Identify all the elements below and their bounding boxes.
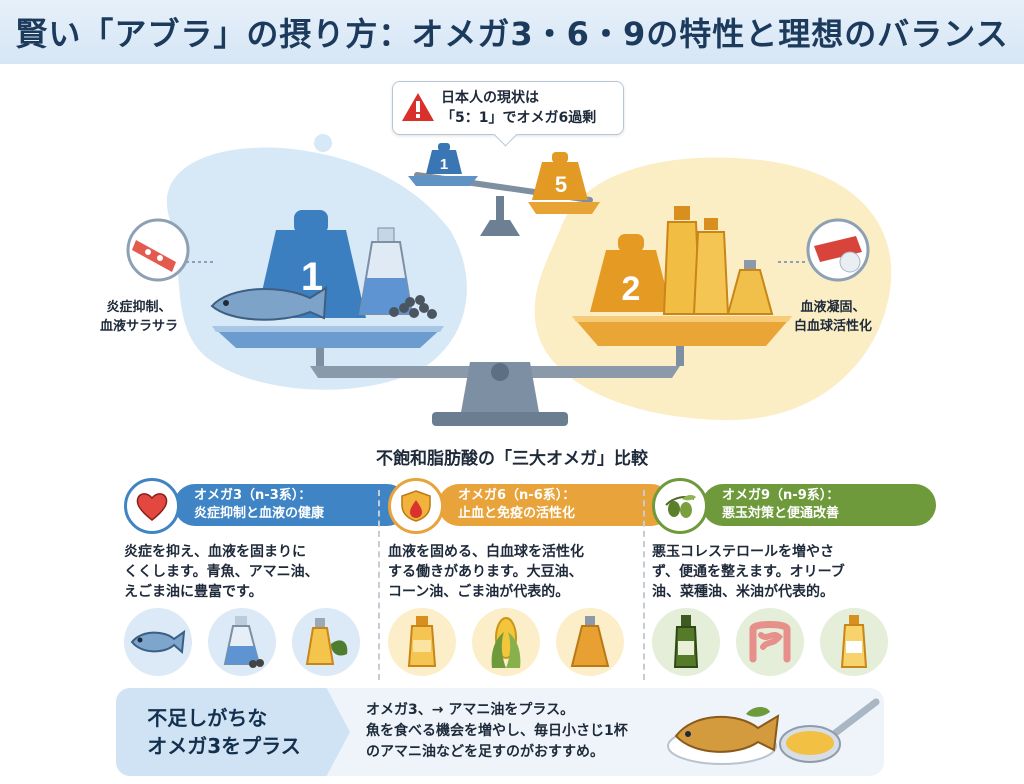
omega3-description: 炎症を抑え、血液を固まりに くくします。青魚、アマニ油、 えごま油に豊富です。 [124,542,374,602]
big-weight-right [590,250,672,312]
omega6-header: オメガ6（n-6系）： 止血と免疫の活性化 [438,484,672,526]
oil-flask-icon [208,608,276,676]
omega9-desc-line: 油、菜種油、米油が代表的。 [652,584,834,600]
omega3-header: オメガ3（n-3系）： 炎症抑制と血液の健康 [174,484,408,526]
page-title: 賢い「アブラ」の摂り方：オメガ3・6・9の特性と理想のバランス [15,15,1009,53]
heart-icon [124,478,180,534]
spoon-icon [779,698,880,763]
oil-cruet-icon [726,260,774,315]
omega6-desc-line: コーン油、ごま油が代表的。 [388,584,570,600]
blood-clot-icon [778,218,870,282]
big-weight-right-label: 2 [622,270,641,308]
perilla-oil-icon [292,608,360,676]
oil-bottle-icon [662,206,702,315]
small-weight-left [426,150,462,174]
olive-icon [652,478,708,534]
recommendation-headline-area: 不足しがちな オメガ3をプラス [116,688,350,776]
title-bar: 賢い「アブラ」の摂り方：オメガ3・6・9の特性と理想のバランス [0,0,1024,64]
warning-icon [402,93,434,121]
right-pan [572,316,792,346]
column-divider [643,490,645,680]
callout-line-2: 「5：1」でオメガ6過剰 [441,110,597,126]
sesame-oil-icon [556,608,624,676]
recommendation-line: 魚を食べる機会を増やし、毎日小さじ1杯 [366,723,628,739]
shield-drop-icon [388,478,444,534]
olive-oil-bottle-icon [652,608,720,676]
omega3-desc-line: 炎症を抑え、血液を固まりに [124,544,306,560]
fish-icon [124,608,192,676]
omega6-effect-line-1: 血液凝固、 [800,300,866,315]
oil-flask-icon [358,227,414,315]
omega6-desc-line: する働きがあります。大豆油、 [388,564,583,580]
droplet-decoration [339,163,349,173]
recommendation-line: のアマニ油などを足すのがおすすめ。 [366,744,604,760]
omega9-name: オメガ9（n-9系）： [722,488,840,503]
omega6-effect-line-2: 白血球活性化 [794,319,873,334]
headline-line: 不足しがちな [147,706,268,730]
small-weight-right-label: 5 [555,172,567,197]
blood-vessel-icon [126,218,216,282]
omega3-effect-line-1: 炎症抑制、 [106,300,172,315]
small-balance-scale: 1 5 [408,143,600,236]
omega9-description: 悪玉コレステロールを増やさ ず、便通を整えます。オリーブ 油、菜種油、米油が代表… [652,542,902,602]
seeds-icon [389,295,437,319]
omega9-desc-line: ず、便通を整えます。オリーブ [652,564,845,580]
oil-bottle-icon [692,218,730,315]
rice-oil-bottle-icon [820,608,888,676]
omega6-effect-label: 血液凝固、 白血球活性化 [794,298,872,336]
recommendation-box: 不足しがちな オメガ3をプラス オメガ3、→ アマニ油をプラス。 魚を食べる機会… [116,688,884,776]
small-weight-left-label: 1 [440,156,448,173]
headline-line: オメガ3をプラス [147,734,301,758]
corn-icon [472,608,540,676]
current-ratio-callout: 日本人の現状は 「5：1」でオメガ6過剰 [392,81,624,147]
omega6-description: 血液を固める、白血球を活性化 する働きがあります。大豆油、 コーン油、ごま油が代… [388,542,638,602]
column-divider [378,490,380,680]
balance-illustration: 1 5 1 [126,134,892,426]
big-balance-scale: 1 2 [210,206,792,426]
omega9-subtitle: 悪玉対策と便通改善 [722,506,840,521]
omega6-desc-line: 血液を固める、白血球を活性化 [388,544,584,560]
big-weight-left-label: 1 [301,255,323,299]
callout-line-1: 日本人の現状は [441,90,539,106]
omega3-effect-label: 炎症抑制、 血液サラサラ [100,298,178,336]
recommendation-line: オメガ3、→ アマニ油をプラス。 [366,702,575,718]
intestine-icon [736,608,804,676]
omega3-desc-line: えごま油に豊富です。 [124,584,263,600]
omega6-name: オメガ6（n-6系）： [458,488,576,503]
omega9-header: オメガ9（n-9系）： 悪玉対策と便通改善 [702,484,936,526]
omega3-effect-line-2: 血液サラサラ [100,319,179,334]
recommendation-text: オメガ3、→ アマニ油をプラス。 魚を食べる機会を増やし、毎日小さじ1杯 のアマ… [366,700,628,763]
omega3-subtitle: 炎症抑制と血液の健康 [194,506,325,521]
callout-text: 日本人の現状は 「5：1」でオメガ6過剰 [441,88,596,128]
small-weight-right [532,162,588,200]
omega6-subtitle: 止血と免疫の活性化 [458,506,576,521]
oil-bottle-icon [388,608,456,676]
droplet-decoration [314,134,332,152]
fish-dish-icon [667,707,780,765]
section-title: 不飽和脂肪酸の「三大オメガ」比較 [376,449,648,469]
fish-icon [210,286,328,321]
omega3-name: オメガ3（n-3系）： [194,488,312,503]
recommendation-headline: 不足しがちな オメガ3をプラス [147,704,319,760]
omega3-desc-line: くくします。青魚、アマニ油、 [124,564,319,580]
omega9-desc-line: 悪玉コレステロールを増やさ [652,544,834,560]
